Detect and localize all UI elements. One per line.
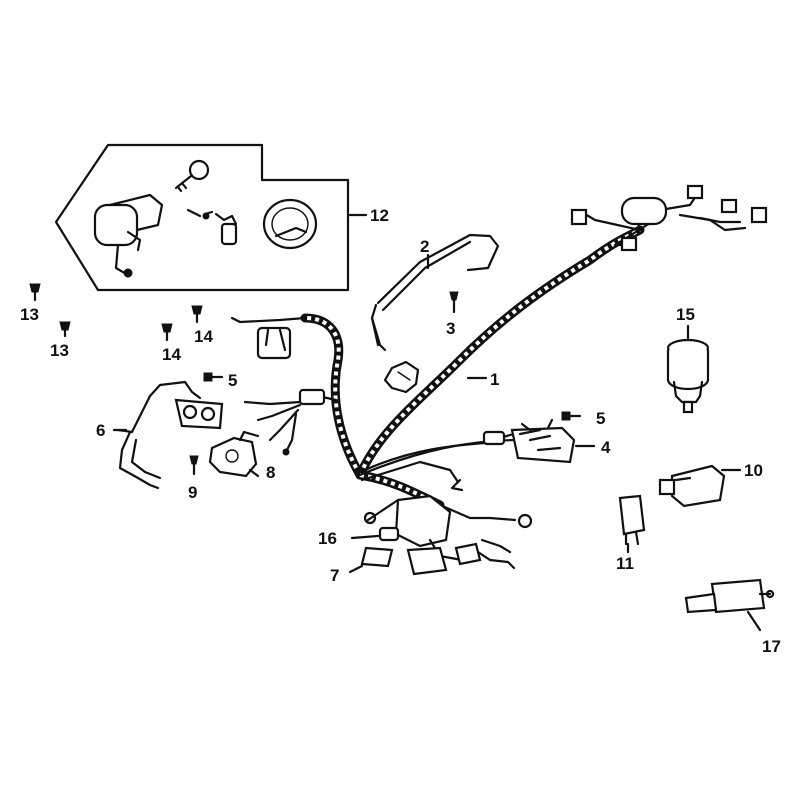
callout-5b: 5 <box>596 409 605 428</box>
part-4-regulator <box>482 418 596 464</box>
part-3-screw <box>449 291 459 314</box>
left-harness-branches <box>230 316 338 456</box>
part-7-connector <box>348 546 394 574</box>
part-5-bolt-a <box>203 372 224 382</box>
part-13-screw-a <box>29 283 41 302</box>
callout-12: 12 <box>370 206 389 225</box>
part-11-relay <box>618 494 646 554</box>
callout-2: 2 <box>420 237 429 256</box>
callout-4: 4 <box>601 438 611 457</box>
callout-16: 16 <box>318 529 337 548</box>
callout-labels: 1 2 3 4 5 5 6 7 8 9 10 11 12 13 13 14 14… <box>20 206 781 656</box>
part-10-relay <box>658 464 742 508</box>
ignition-key <box>174 159 210 193</box>
part-9-screw <box>189 455 199 476</box>
part-13-screw-b <box>59 321 71 338</box>
callout-9: 9 <box>188 483 197 502</box>
callout-7: 7 <box>330 566 339 585</box>
callout-17: 17 <box>762 637 781 656</box>
callout-1: 1 <box>490 370 499 389</box>
callout-15: 15 <box>676 305 695 324</box>
part-2-ignition-coil <box>370 233 500 394</box>
ignition-switch <box>93 193 164 278</box>
meter-ring <box>262 198 318 250</box>
callout-14b: 14 <box>162 345 181 364</box>
callout-8: 8 <box>266 463 275 482</box>
callout-3: 3 <box>446 319 455 338</box>
callout-11: 11 <box>616 554 634 573</box>
part-5-bolt-b <box>561 411 582 421</box>
callout-6: 6 <box>96 421 105 440</box>
callout-10: 10 <box>744 461 763 480</box>
part-8-switch <box>208 430 260 478</box>
kit-panel-outline <box>54 143 350 292</box>
callout-5a: 5 <box>228 371 237 390</box>
lower-connector-cluster <box>350 494 533 576</box>
part-15-flasher <box>666 324 710 414</box>
part-14-screw-b <box>161 323 173 342</box>
callout-14a: 14 <box>194 327 213 346</box>
callout-13b: 13 <box>50 341 69 360</box>
part-14-screw-a <box>191 305 203 324</box>
part-12-ignition-kit <box>54 143 368 292</box>
seat-lock-set <box>186 208 238 246</box>
part-17-cdi <box>684 578 775 632</box>
callout-13a: 13 <box>20 305 39 324</box>
part-6-handlebar-switch <box>112 380 224 490</box>
leader-17 <box>746 610 762 632</box>
leader-16 <box>350 534 380 540</box>
